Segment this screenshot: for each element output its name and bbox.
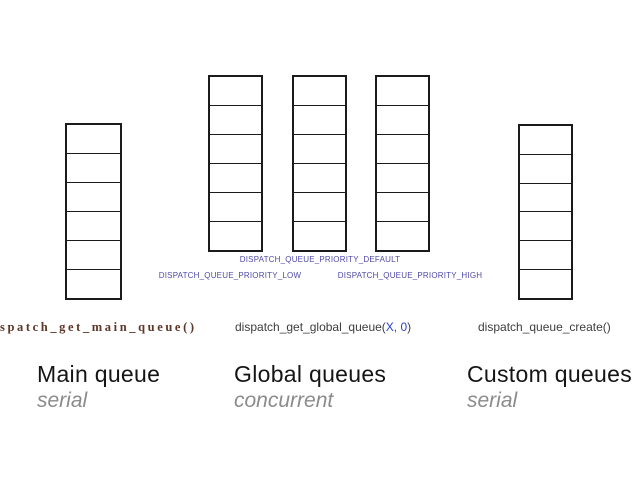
main-queue-function-label: spatch_get_main_queue()	[0, 320, 197, 334]
custom-queue-stack	[518, 124, 573, 300]
queue-slot	[210, 77, 261, 106]
global-function-prefix: dispatch_get_global_queue(	[235, 320, 386, 334]
queue-slot	[377, 135, 428, 164]
global-queue-stack-high	[375, 75, 430, 252]
global-queues-title: Global queues	[234, 361, 387, 387]
global-function-args: X, 0	[385, 320, 408, 334]
main-queue-title: Main queue	[37, 361, 161, 387]
queue-slot	[520, 155, 571, 184]
queue-slot	[294, 193, 345, 222]
queue-slot	[67, 241, 120, 270]
queue-slot	[520, 241, 571, 271]
global-queue-stack-low	[208, 75, 263, 252]
queue-slot	[210, 222, 261, 250]
queue-slot	[294, 135, 345, 164]
global-queue-function-label: dispatch_get_global_queue(X, 0)	[235, 320, 411, 334]
custom-queue-function-label: dispatch_queue_create()	[478, 320, 611, 334]
priority-label-high: DISPATCH_QUEUE_PRIORITY_HIGH	[337, 271, 483, 280]
queue-slot	[377, 164, 428, 193]
queue-slot	[520, 126, 571, 155]
global-queue-stack-default	[292, 75, 347, 252]
queue-slot	[67, 154, 120, 183]
queue-slot	[67, 183, 120, 212]
queue-slot	[67, 212, 120, 241]
queue-slot	[210, 135, 261, 164]
queue-slot	[294, 77, 345, 106]
queue-slot	[294, 106, 345, 135]
queue-slot	[377, 222, 428, 250]
global-function-suffix: )	[407, 320, 412, 334]
queue-slot	[520, 270, 571, 298]
queue-slot	[210, 106, 261, 135]
queue-slot	[67, 125, 120, 154]
queue-slot	[210, 164, 261, 193]
queue-slot	[294, 164, 345, 193]
priority-label-default: DISPATCH_QUEUE_PRIORITY_DEFAULT	[239, 255, 401, 264]
queue-slot	[210, 193, 261, 222]
queue-slot	[377, 193, 428, 222]
custom-queues-subtitle: serial	[467, 389, 518, 412]
queue-slot	[294, 222, 345, 250]
main-queue-subtitle: serial	[37, 389, 88, 412]
global-queues-subtitle: concurrent	[234, 389, 334, 412]
queue-slot	[377, 77, 428, 106]
queue-slot	[67, 270, 120, 298]
main-queue-stack	[65, 123, 122, 300]
queue-slot	[520, 184, 571, 213]
priority-label-low: DISPATCH_QUEUE_PRIORITY_LOW	[158, 271, 302, 280]
queue-slot	[377, 106, 428, 135]
queue-slot	[520, 212, 571, 242]
custom-queues-title: Custom queues	[467, 361, 632, 387]
